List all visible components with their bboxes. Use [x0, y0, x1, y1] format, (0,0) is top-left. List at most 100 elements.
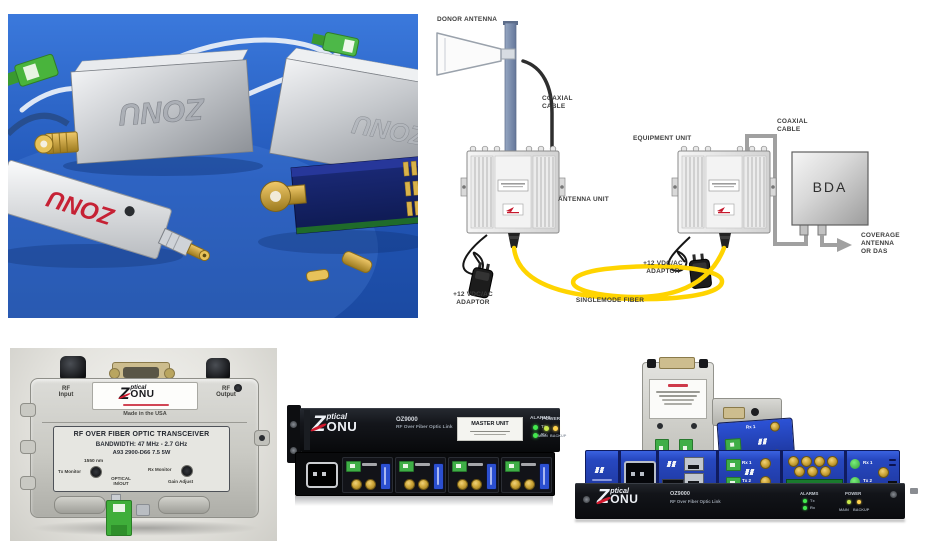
fiber-port-green [850, 459, 860, 469]
power-main-led [847, 500, 851, 504]
antenna-unit-box [460, 145, 566, 249]
sc-connector [452, 461, 467, 472]
sma-port [351, 479, 362, 490]
label-bda: BDA [812, 179, 848, 195]
label-equipment-unit: EQUIPMENT UNIT [633, 135, 692, 142]
sma-port [814, 456, 825, 467]
power-main-led [544, 426, 549, 431]
label-rx1: Rx 1 [742, 460, 752, 465]
screw [290, 447, 297, 454]
label-bandwidth: BANDWIDTH: 47 MHz - 2.7 GHz [95, 441, 188, 448]
model-subtitle: RF Over Fiber Optic Link [396, 425, 453, 430]
sc-connector [399, 461, 414, 472]
label-gain-adjust: Gain Adjust [168, 479, 194, 484]
label-adaptor-left: +12 VDC/AC ADAPTOR [453, 291, 493, 307]
side-post [20, 476, 36, 490]
model-number: OZ9000 [670, 491, 690, 497]
sma-port [471, 479, 482, 490]
screw [290, 421, 297, 428]
db9-blue [380, 463, 391, 490]
label-alarm-tx: Tx [810, 498, 815, 503]
sma-port [404, 479, 415, 490]
engraved-brand: ZONU [117, 92, 206, 131]
fiber-connector-green-right [311, 32, 360, 57]
alarm-tx-led [533, 425, 538, 430]
label-power-backup: BACKUP [550, 434, 567, 438]
photo-transceiver: RF Input RF Output Z ptical ONU Made in … [10, 348, 277, 541]
label-alarm-rx: Rx [810, 505, 816, 510]
rf-connector-knob [60, 356, 86, 382]
photo-rf-modules-art: ZONU ZONU [0, 14, 455, 364]
model-number: OZ9000 [396, 417, 418, 423]
logo-onu: ONU [610, 492, 639, 507]
label-donor-antenna: DONOR ANTENNA [437, 16, 498, 23]
gold-crimp [306, 268, 330, 282]
label-tx2: Tx 2 [863, 478, 873, 483]
side-post [20, 440, 36, 454]
model-subtitle: RF Over Fiber Optic Link [670, 499, 721, 504]
optical-zonu-logo: Z ptical ONU [119, 384, 155, 404]
zonu-swoosh-icon [744, 469, 755, 475]
label-coverage-antenna: COVERAGE ANTENNA OR DAS [861, 232, 900, 256]
sma-port [510, 479, 521, 490]
label-power-main: MAIN [839, 508, 849, 512]
alarm-rx-led [533, 433, 538, 438]
logo-z: Z [597, 486, 610, 508]
logo-z: Z [119, 384, 130, 403]
rf-module-large: ZONU [34, 49, 254, 165]
mounting-ear [287, 405, 301, 463]
label-tx2: Tx 2 [742, 478, 752, 483]
optical-zonu-logo: Z ptical ONU [312, 413, 357, 436]
alarm-rx-led [803, 506, 807, 510]
power-backup-led [553, 426, 558, 431]
logo-z: Z [312, 411, 326, 436]
label-tx-monitor: Tx Monitor [58, 469, 81, 474]
monitor-led [657, 423, 663, 429]
label-alarms: ALARMS [800, 491, 819, 496]
label-title: RF OVER FIBER OPTIC TRANSCEIVER [73, 431, 210, 438]
bolt [234, 384, 242, 392]
sma-port [760, 458, 771, 469]
sc-apc-connector [106, 500, 132, 536]
spec-label-small [649, 379, 707, 419]
label-power-main: MAIN [538, 434, 548, 438]
label-alarm-tx: Tx [541, 424, 546, 429]
db9-connector [723, 407, 745, 419]
diagram-art [436, 21, 869, 302]
label-power: POWER [542, 417, 561, 422]
side-ear [254, 430, 270, 446]
label-optical-io: OPTICAL IN/OUT [111, 476, 131, 486]
zonu-swoosh-icon [756, 438, 769, 445]
label-power-backup: BACKUP [853, 508, 870, 512]
label-rx1: Rx 1 [863, 460, 873, 465]
sma-port [769, 421, 781, 432]
rf-module-small: ZONU [0, 160, 210, 262]
fiber-port-green [850, 477, 860, 487]
divider [42, 422, 247, 423]
logo-ptical: ptical [326, 412, 348, 421]
iec-power-inlet [306, 462, 338, 488]
label-wavelength: 1550 nm [84, 459, 104, 464]
foot [54, 496, 106, 514]
module-row [295, 452, 555, 496]
logo-ptical: ptical [130, 384, 147, 391]
label-rx-monitor: Rx Monitor [148, 467, 172, 472]
sma-connector [34, 131, 79, 155]
sma-port [801, 456, 812, 467]
connector-stub [136, 504, 150, 516]
zonu-swoosh-icon [666, 461, 677, 467]
label-antenna-unit: ANTENNA UNIT [558, 196, 609, 203]
label-model-line: A93 2900-D66 7.5 5W [112, 450, 171, 456]
antenna-pole [504, 22, 517, 152]
logo-plate: Z ptical ONU [92, 382, 198, 410]
db9-blue [539, 463, 550, 490]
shadow [30, 520, 260, 536]
screw [583, 496, 590, 503]
master-unit-label: MASTER UNIT [457, 417, 523, 441]
sma-port [878, 467, 889, 478]
rf-connector-knob [647, 359, 656, 368]
barrel-connector [751, 408, 759, 416]
photo-rf-modules: ZONU ZONU [0, 14, 455, 364]
sma-port [788, 456, 799, 467]
sc-connector [726, 459, 741, 471]
